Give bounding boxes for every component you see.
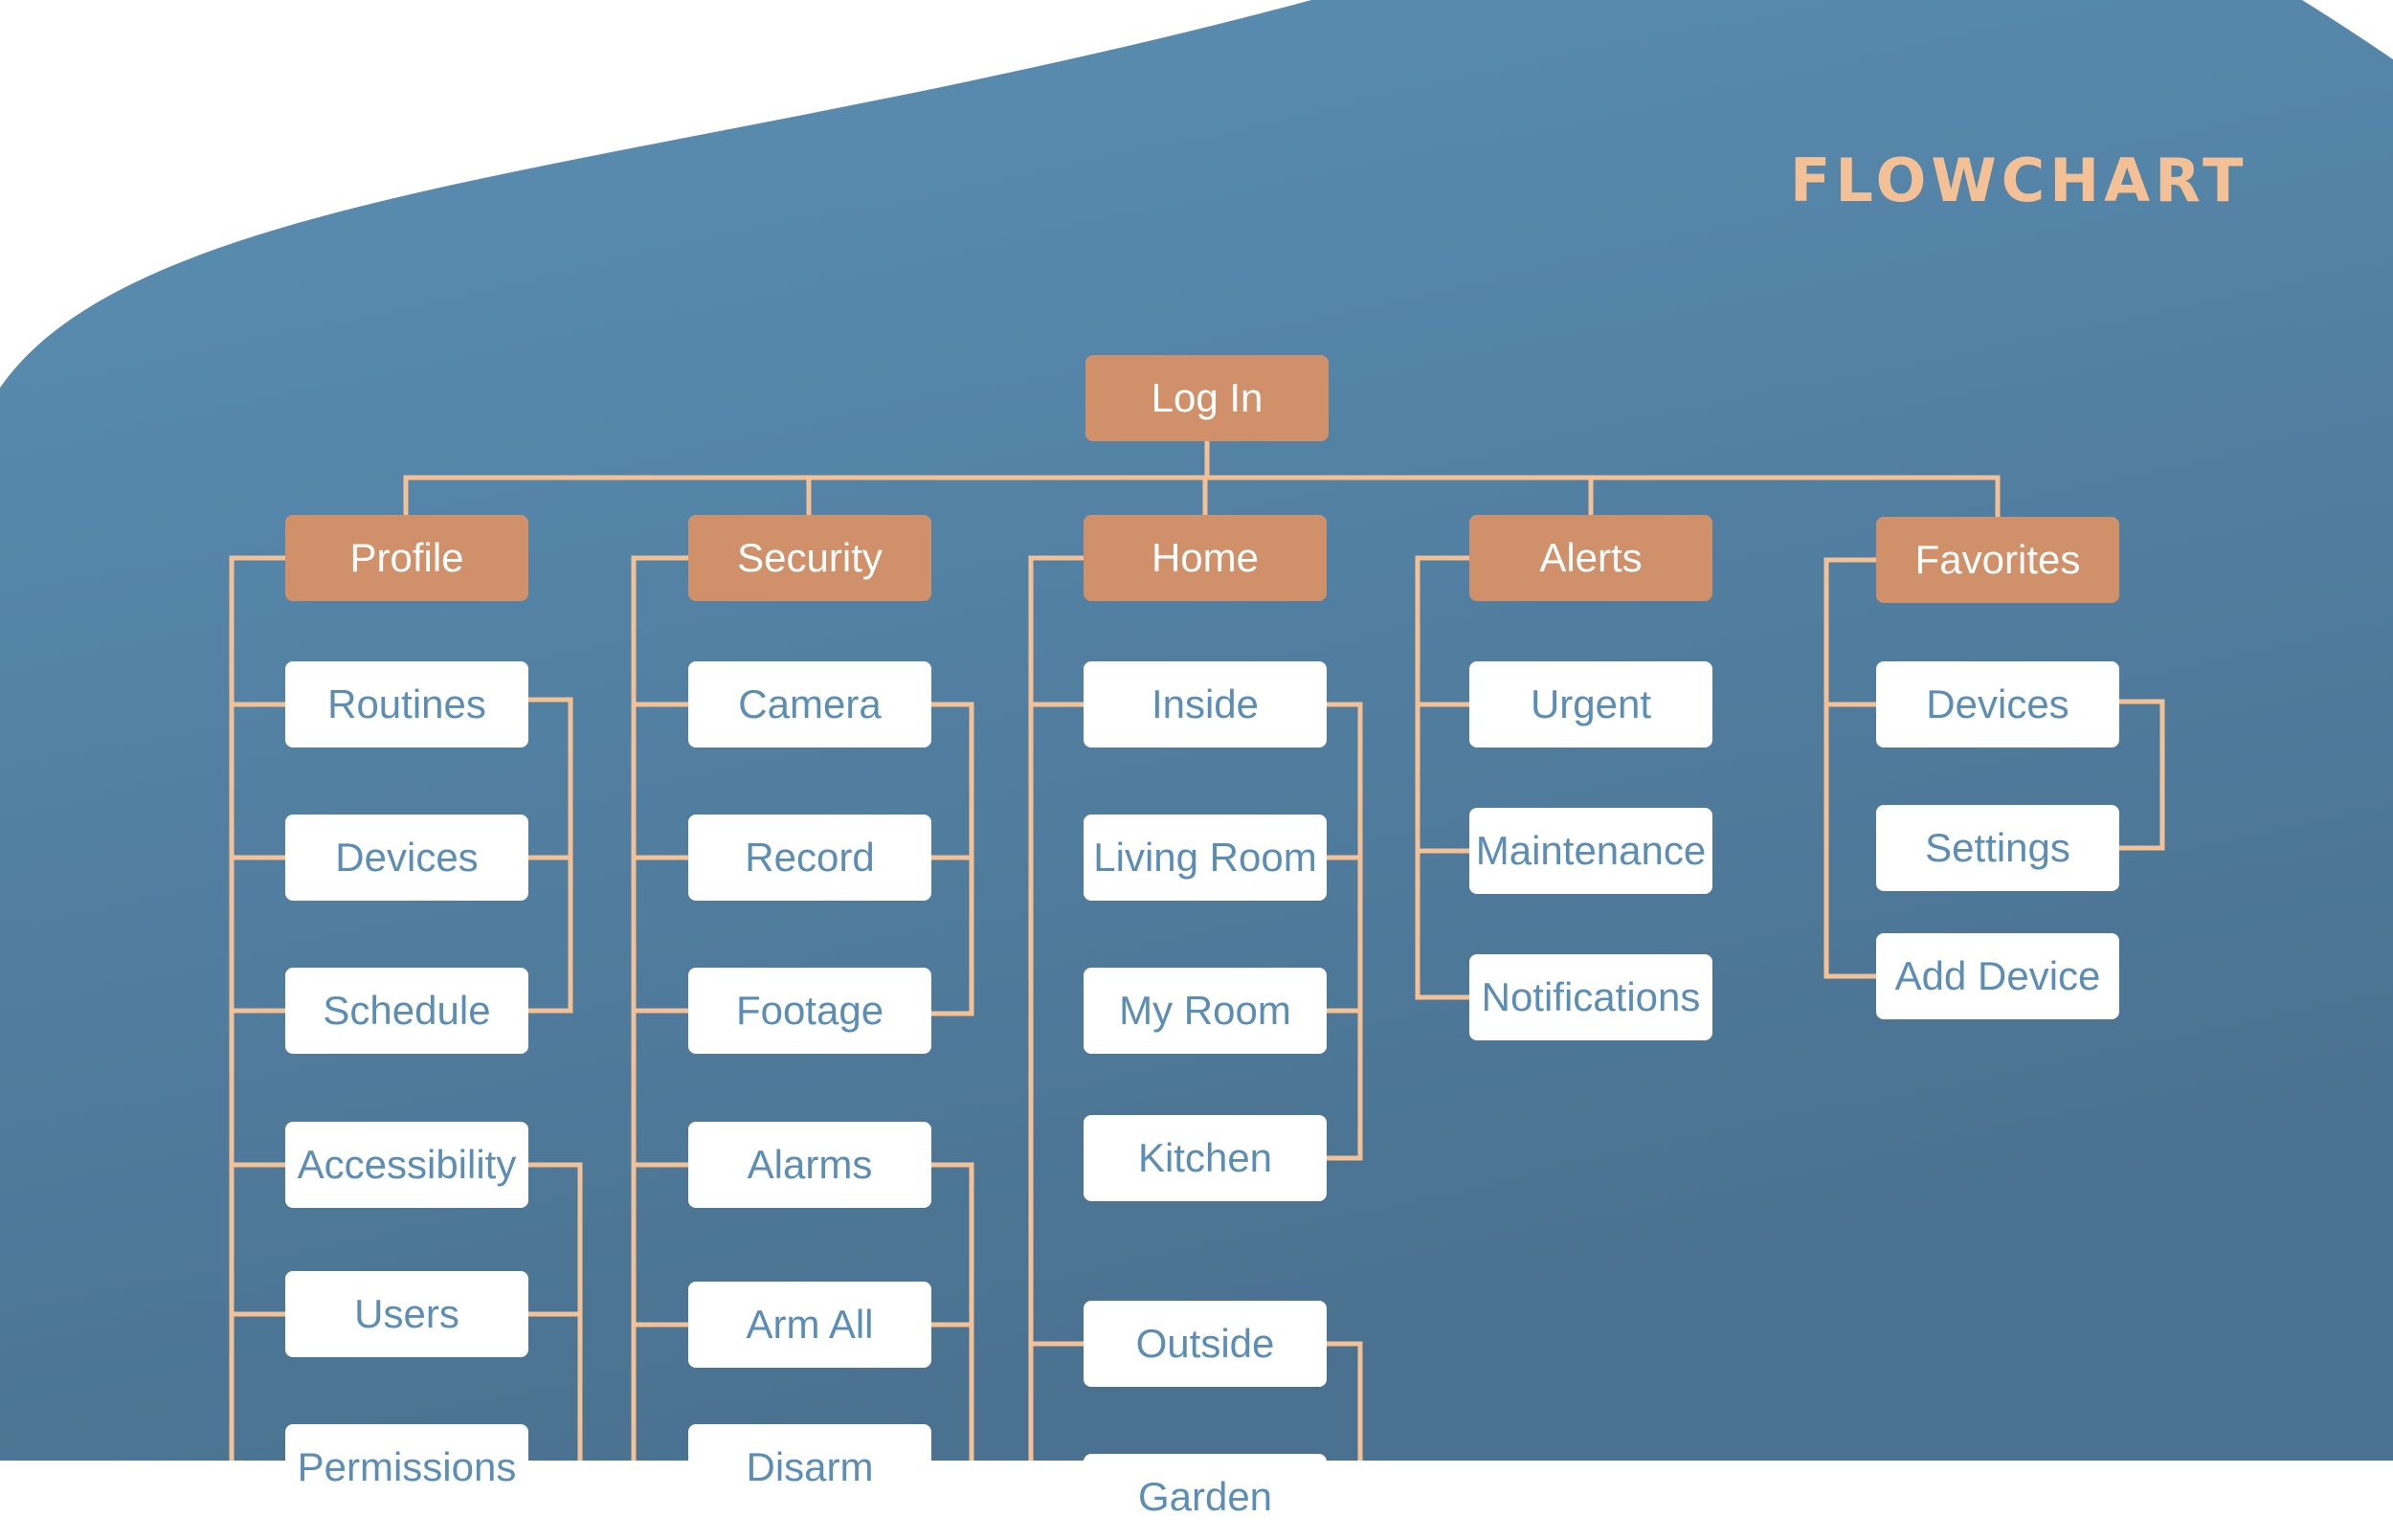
node-disarm[interactable]: Disarm [688,1424,931,1510]
node-garden[interactable]: Garden [1084,1454,1327,1540]
node-favorites-devices[interactable]: Devices [1876,661,2119,748]
node-settings[interactable]: Settings [1876,805,2119,891]
node-kitchen[interactable]: Kitchen [1084,1115,1327,1201]
node-profile[interactable]: Profile [285,515,528,601]
node-add-device[interactable]: Add Device [1876,933,2119,1019]
node-living-room[interactable]: Living Room [1084,815,1327,901]
node-notifications[interactable]: Notifications [1469,954,1712,1040]
node-accessibility[interactable]: Accessibility [285,1122,528,1208]
node-footage[interactable]: Footage [688,968,931,1054]
node-home[interactable]: Home [1084,515,1327,601]
node-log-in[interactable]: Log In [1085,355,1329,441]
node-routines[interactable]: Routines [285,661,528,748]
page-title: FLOWCHART [1790,145,2248,215]
node-schedule[interactable]: Schedule [285,968,528,1054]
node-outside[interactable]: Outside [1084,1301,1327,1387]
node-my-room[interactable]: My Room [1084,968,1327,1054]
node-inside[interactable]: Inside [1084,661,1327,748]
node-urgent[interactable]: Urgent [1469,661,1712,748]
node-users[interactable]: Users [285,1271,528,1357]
node-security[interactable]: Security [688,515,931,601]
node-maintenance[interactable]: Maintenance [1469,808,1712,894]
node-permissions[interactable]: Permissions [285,1424,528,1510]
node-alerts[interactable]: Alerts [1469,515,1712,601]
node-profile-devices[interactable]: Devices [285,815,528,901]
node-record[interactable]: Record [688,815,931,901]
node-camera[interactable]: Camera [688,661,931,748]
node-arm-all[interactable]: Arm All [688,1282,931,1368]
node-favorites[interactable]: Favorites [1876,517,2119,603]
node-alarms[interactable]: Alarms [688,1122,931,1208]
